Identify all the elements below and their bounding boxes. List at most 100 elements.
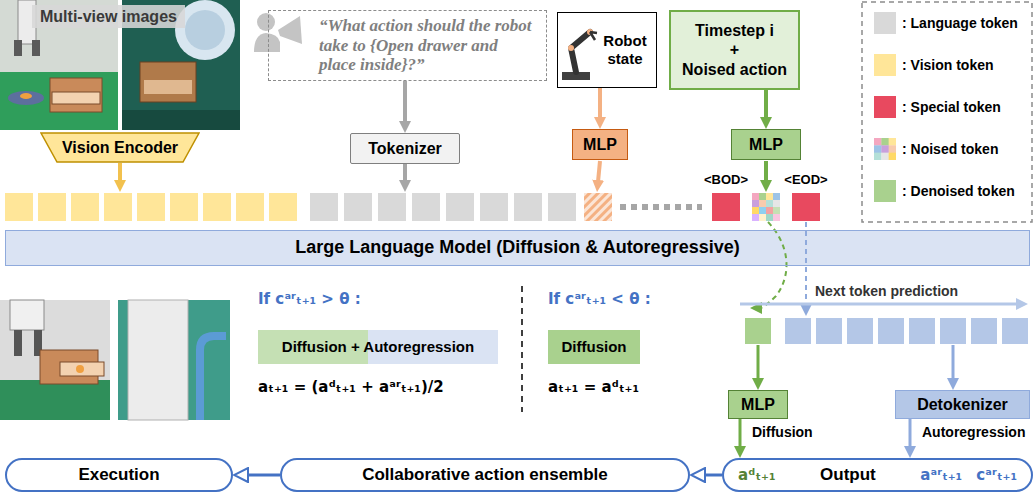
language-token xyxy=(548,193,576,221)
output-token xyxy=(1002,318,1028,344)
output-token xyxy=(847,318,873,344)
execution-photos xyxy=(0,300,110,420)
node-text: MLP xyxy=(741,395,775,414)
legend-swatch xyxy=(889,138,896,146)
output-box: aᵈₜ₊₁Outputaᵃʳₜ₊₁cᵃʳₜ₊₁ xyxy=(722,458,1033,492)
input-arrows xyxy=(118,163,122,182)
legend-swatch xyxy=(881,153,889,160)
robot-state-box: Robot state xyxy=(557,12,657,88)
noised-token xyxy=(766,214,773,221)
multi-view-photos xyxy=(52,92,100,104)
node-text: Diffusion xyxy=(562,338,627,356)
language-token xyxy=(378,193,406,221)
output-token xyxy=(878,318,904,344)
output-token xyxy=(909,318,935,344)
output-token xyxy=(971,318,997,344)
flow-arrow xyxy=(909,419,912,448)
branch-divider xyxy=(522,286,523,412)
noised-token xyxy=(773,193,780,200)
mlp-box: MLP xyxy=(731,129,801,160)
photo-caption: Multi-view images xyxy=(32,5,185,28)
execution-photos xyxy=(200,336,226,420)
noised-token xyxy=(752,214,759,221)
vision-token xyxy=(71,193,99,221)
token-flow-lines xyxy=(805,222,807,306)
head-label: Diffusion xyxy=(752,424,813,441)
input-arrows xyxy=(598,161,600,182)
speaker-icon xyxy=(278,16,302,44)
legend-swatch xyxy=(874,145,882,153)
equation-label: aₜ₊₁ = aᵈₜ₊₁ xyxy=(548,378,639,396)
vision-token xyxy=(203,193,231,221)
node-text: Output xyxy=(776,465,921,485)
multi-view-photos xyxy=(8,91,44,105)
node-text: + xyxy=(730,40,739,59)
multi-view-photos xyxy=(0,0,240,130)
output-token xyxy=(816,318,842,344)
vision-token xyxy=(137,193,165,221)
flow-arrow xyxy=(246,474,280,477)
legend-text: : Language token xyxy=(902,15,1018,31)
vision-token xyxy=(5,193,33,221)
node-text: Execution xyxy=(78,465,159,485)
multi-view-photos xyxy=(122,110,240,130)
flow-label: Next token prediction xyxy=(815,283,958,300)
legend-swatch xyxy=(889,145,896,153)
mlp-box: MLP xyxy=(572,129,628,160)
node-text: MLP xyxy=(583,135,617,154)
noised-token xyxy=(759,200,766,207)
multi-view-photos xyxy=(0,72,118,130)
noised-token xyxy=(759,193,766,200)
speech-bubble: “What action should the robot take to {O… xyxy=(268,10,547,81)
node-text: Timestep i xyxy=(695,21,774,40)
legend-frame xyxy=(862,2,1032,222)
special-token-label: <BOD> xyxy=(704,172,748,188)
legend-entry: : Denoised token xyxy=(874,180,1015,202)
flow-arrow xyxy=(403,81,407,123)
noised-token xyxy=(752,200,759,207)
noised-token xyxy=(773,207,780,214)
execution-photos xyxy=(0,380,110,420)
noised-token xyxy=(773,214,780,221)
legend-swatch xyxy=(881,138,889,146)
branch-divider xyxy=(521,286,523,412)
token-flow-lines xyxy=(740,303,1018,306)
legend-swatch xyxy=(881,145,889,153)
legend-text: : Special token xyxy=(902,99,1001,115)
speaker-icon xyxy=(254,33,280,52)
multi-view-photos xyxy=(20,93,32,99)
legend-swatch xyxy=(874,138,896,160)
robot-icon xyxy=(568,45,574,51)
noised-token xyxy=(752,207,759,214)
legend-text: : Noised token xyxy=(902,141,998,157)
vision-token xyxy=(38,193,66,221)
equation-label: aₜ₊₁ = (aᵈₜ₊₁ + aᵃʳₜ₊₁)/2 xyxy=(258,378,444,396)
legend-swatch xyxy=(889,153,896,160)
multi-view-photos xyxy=(140,62,196,102)
legend-entry: : Vision token xyxy=(874,54,994,76)
multi-view-photos xyxy=(144,80,192,94)
legend-text: : Denoised token xyxy=(902,183,1015,199)
flow-arrow xyxy=(703,474,722,477)
node-text: Robot state xyxy=(598,32,652,68)
noised-token xyxy=(759,214,766,221)
ensemble-mode-box: Diffusion + Autoregression xyxy=(258,330,498,364)
multi-view-photos xyxy=(50,78,102,112)
detokenizer-box: Detokenizer xyxy=(895,390,1030,419)
flow-arrow xyxy=(598,88,602,119)
node-text: cᵃʳₜ₊₁ xyxy=(976,466,1017,484)
execution-photos xyxy=(118,300,230,420)
ellipsis-dots xyxy=(620,204,702,210)
flow-arrow xyxy=(739,419,742,448)
language-token xyxy=(344,193,372,221)
state-token xyxy=(584,193,612,221)
node-text: aᵈₜ₊₁ xyxy=(738,466,776,484)
special-token xyxy=(792,193,820,221)
legend-frame xyxy=(862,2,1032,222)
execution-box: Execution xyxy=(5,458,233,492)
input-arrows xyxy=(120,161,766,182)
speaker-icon xyxy=(254,13,302,52)
legend-entry: : Noised token xyxy=(874,138,998,160)
noised-token xyxy=(752,193,759,200)
ensemble-module-box: Collaborative action ensemble xyxy=(280,458,690,492)
